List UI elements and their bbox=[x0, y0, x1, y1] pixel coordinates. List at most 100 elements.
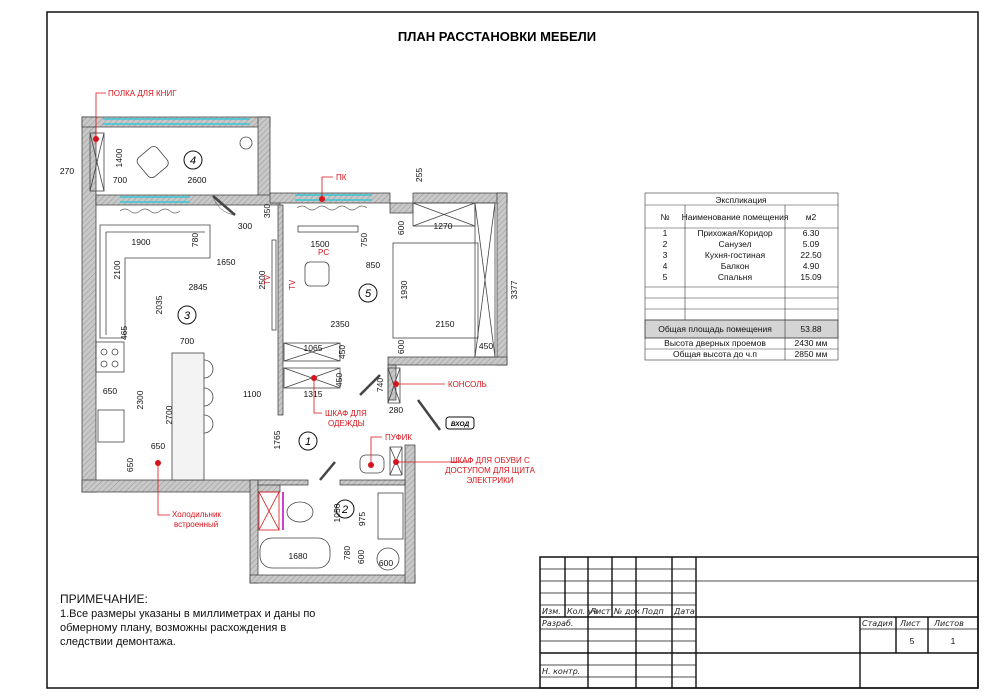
dim: 1050 bbox=[332, 503, 342, 522]
svg-text:Спальня: Спальня bbox=[718, 272, 753, 282]
dim: 465 bbox=[119, 326, 129, 340]
svg-text:Прихожая/Коридор: Прихожая/Коридор bbox=[697, 228, 773, 238]
svg-text:6.30: 6.30 bbox=[803, 228, 820, 238]
dim: 280 bbox=[389, 405, 403, 415]
bar-counter bbox=[171, 352, 205, 481]
label-pouf: ПУФИК bbox=[385, 433, 412, 442]
room-number-5: 5 bbox=[365, 288, 372, 300]
dim: 350 bbox=[262, 204, 272, 218]
dim: 650 bbox=[103, 386, 117, 396]
dim: 300 bbox=[238, 221, 252, 231]
dim: 1400 bbox=[114, 148, 124, 167]
note-line: следствии демонтажа. bbox=[60, 636, 176, 648]
note-line: обмерному плану, возможны расхождения в bbox=[60, 622, 287, 634]
callouts: ПОЛКА ДЛЯ КНИГ ПК КОНСОЛЬ ШКАФ ДЛЯ ОДЕЖД… bbox=[93, 89, 536, 529]
label-pc-small: PC bbox=[318, 248, 329, 257]
plant bbox=[239, 136, 253, 150]
label-bookshelf: ПОЛКА ДЛЯ КНИГ bbox=[108, 89, 177, 98]
dim: 450 bbox=[337, 345, 347, 359]
tb-nkontr: Н. контр. bbox=[542, 667, 580, 676]
label-tv-bedroom: TV bbox=[288, 279, 297, 290]
dim: 1765 bbox=[272, 430, 282, 449]
col-header-name: Наименование помещения bbox=[682, 212, 789, 222]
label-shoe-2: ДОСТУПОМ ДЛЯ ЩИТА bbox=[445, 466, 536, 475]
svg-text:22.50: 22.50 bbox=[800, 250, 822, 260]
door-height-label: Высота дверных проемов bbox=[664, 338, 766, 348]
dim: 600 bbox=[356, 550, 366, 564]
svg-text:Санузел: Санузел bbox=[718, 239, 751, 249]
dim: 2700 bbox=[164, 405, 174, 424]
col-header-area: м2 bbox=[806, 212, 817, 222]
bar-stools bbox=[203, 359, 214, 434]
total-height-label: Общая высота до ч.п bbox=[673, 349, 757, 359]
tb-kol: Кол. уч bbox=[567, 607, 598, 616]
page-title: ПЛАН РАССТАНОВКИ МЕБЕЛИ bbox=[398, 29, 596, 44]
svg-text:2: 2 bbox=[663, 239, 668, 249]
col-header-number: № bbox=[660, 212, 669, 222]
armchair bbox=[136, 146, 169, 179]
dim: 2845 bbox=[189, 282, 208, 292]
total-height-value: 2850 мм bbox=[795, 349, 828, 359]
dim: 650 bbox=[125, 458, 135, 472]
bookshelf bbox=[89, 132, 105, 192]
pouf bbox=[359, 454, 385, 474]
label-console: КОНСОЛЬ bbox=[448, 380, 487, 389]
dim: 2035 bbox=[154, 295, 164, 314]
curtains bbox=[119, 205, 368, 214]
label-pc: ПК bbox=[336, 173, 347, 182]
tb-razrab: Разраб. bbox=[542, 619, 573, 628]
dim: 1500 bbox=[311, 239, 330, 249]
sofa bbox=[99, 224, 211, 339]
note-heading: ПРИМЕЧАНИЕ: bbox=[60, 592, 148, 606]
dimensions: 270 1400 700 2600 350 300 1900 780 1650 … bbox=[60, 148, 519, 568]
chair bbox=[304, 261, 330, 287]
room-number-3: 3 bbox=[184, 310, 191, 322]
title-block-text: Изм. Кол. уч Лист № док Подп Дата Разраб… bbox=[542, 607, 964, 676]
desk bbox=[297, 225, 359, 233]
dim: 270 bbox=[60, 166, 74, 176]
walls bbox=[81, 116, 508, 584]
dim: 700 bbox=[113, 175, 127, 185]
svg-text:5.09: 5.09 bbox=[803, 239, 820, 249]
total-area-value: 53.88 bbox=[800, 324, 822, 334]
toilet bbox=[286, 501, 314, 523]
dim: 2500 bbox=[257, 270, 267, 289]
room-number-4: 4 bbox=[190, 155, 196, 167]
dim: 450 bbox=[334, 373, 344, 387]
explication-title: Экспликация bbox=[715, 195, 767, 205]
stove bbox=[95, 341, 125, 373]
label-fridge-2: встроенный bbox=[174, 520, 218, 529]
explication-text: Экспликация № Наименование помещения м2 … bbox=[658, 195, 827, 359]
label-wardrobe-2: ОДЕЖДЫ bbox=[328, 419, 365, 428]
entrance-tag bbox=[445, 416, 475, 430]
washing-machine bbox=[376, 547, 400, 571]
dim: 2100 bbox=[112, 260, 122, 279]
room-numbers: 4 5 3 1 2 bbox=[177, 150, 378, 519]
tb-ndoc: № док bbox=[613, 607, 640, 616]
bedroom-cabinet bbox=[412, 202, 476, 227]
svg-text:5: 5 bbox=[663, 272, 668, 282]
tb-sheet-value: 5 bbox=[910, 636, 915, 646]
dim: 600 bbox=[396, 340, 406, 354]
dim: 2300 bbox=[135, 390, 145, 409]
dim: 975 bbox=[357, 512, 367, 526]
tb-list: Лист bbox=[589, 607, 611, 616]
svg-text:3: 3 bbox=[663, 250, 668, 260]
explication-table bbox=[644, 192, 839, 361]
total-area-label: Общая площадь помещения bbox=[658, 324, 772, 334]
label-tv-living: TV bbox=[263, 274, 272, 285]
svg-text:4.90: 4.90 bbox=[803, 261, 820, 271]
tb-podp: Подп bbox=[642, 607, 664, 616]
dim: 650 bbox=[151, 441, 165, 451]
dim: 2150 bbox=[436, 319, 455, 329]
table-row: 2 Санузел 5.09 bbox=[663, 239, 820, 249]
door-height-value: 2430 мм bbox=[795, 338, 828, 348]
dim: 1900 bbox=[132, 237, 151, 247]
windows bbox=[103, 118, 372, 203]
dim: 1065 bbox=[304, 343, 323, 353]
bed bbox=[392, 242, 479, 339]
